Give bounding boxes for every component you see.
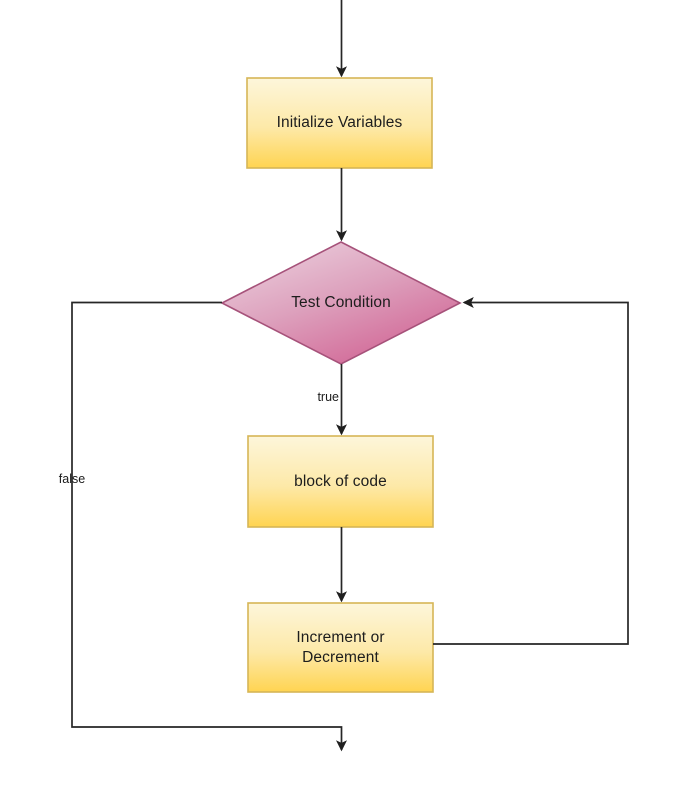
edge-increment-back-to-test [433,296,629,645]
edge-test-false-to-exit [71,301,348,752]
node-test-condition [220,241,462,365]
node-increment-or-decrement [247,602,434,693]
node-block-of-code [247,435,434,528]
edge-label-true: true [317,390,339,404]
node-initialize-variables [246,77,433,169]
edge-label-false: false [58,472,86,486]
